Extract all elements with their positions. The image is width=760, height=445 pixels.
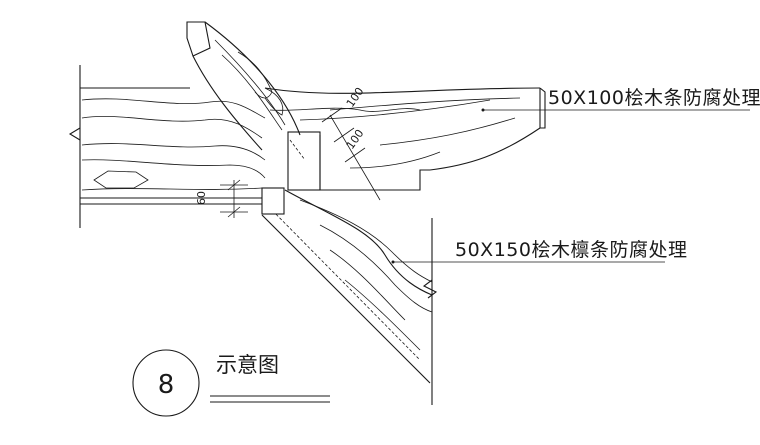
purlin-label: 50X150桧木檩条防腐处理	[455, 239, 687, 261]
dimension-100-upper: 100	[344, 85, 367, 110]
leader-lines	[391, 108, 750, 264]
dimension-60: 60	[195, 191, 208, 205]
detail-number: 8	[158, 370, 175, 400]
dimension-100-lower: 100	[344, 127, 367, 152]
joint-blocks	[261, 131, 321, 215]
dimension-lines	[220, 107, 381, 218]
batten-member	[264, 87, 546, 191]
detail-title: 示意图	[216, 353, 279, 377]
detail-callout	[132, 349, 330, 417]
horizontal-beam	[68, 65, 266, 228]
curved-brace	[186, 21, 301, 151]
purlin-member	[261, 189, 438, 405]
batten-label: 50X100桧木条防腐处理	[548, 87, 760, 109]
